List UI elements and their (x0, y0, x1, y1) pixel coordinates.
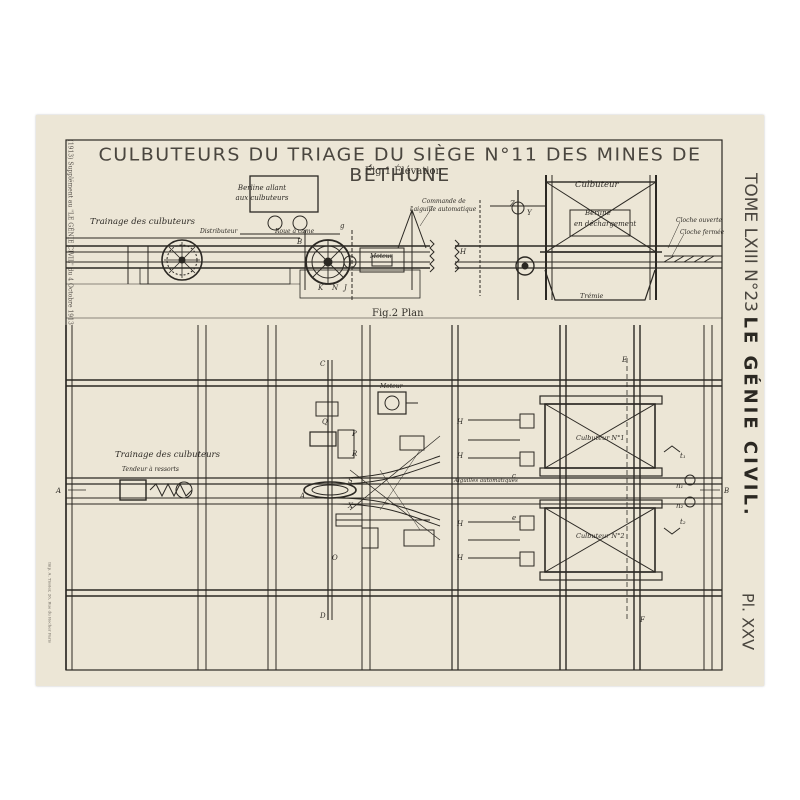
label-culbuteur-1: Culbuteur N°1 (576, 434, 624, 442)
label-tremie: Trémie (580, 292, 604, 300)
letter-j: J (342, 284, 348, 292)
letter-d: D (319, 612, 326, 620)
letter-t1: t₁ (680, 452, 686, 460)
label-commande-de: Commande de (422, 198, 466, 205)
plate-title: CULBUTEURS DU TRIAGE DU SIÈGE N°11 DES M… (98, 144, 702, 186)
letter-k: K (317, 284, 324, 292)
letter-x: X (347, 502, 354, 510)
label-distributeur: Distributeur (199, 228, 239, 235)
label-moteur-plan: Moteur (379, 383, 404, 390)
label-culbuteur-2: Culbuteur N°2 (576, 532, 624, 540)
elevation-view (66, 175, 722, 301)
label-berline: Berline (584, 209, 611, 217)
letter-b: B (723, 487, 729, 495)
figure-1-caption: Fig.1 Élévation (365, 166, 442, 177)
automatic-needles (468, 413, 535, 567)
letter-b-elev: B (296, 238, 302, 246)
label-trainage-elevation: Trainage des culbuteurs (90, 217, 196, 227)
motor-elevation (359, 247, 405, 273)
letter-n: N (331, 284, 339, 292)
letter-p: P (351, 430, 357, 438)
letter-h-1: H (456, 418, 464, 426)
wagon-elevation (249, 175, 319, 213)
label-culbuteur: Culbuteur (575, 180, 620, 190)
letter-f: F (639, 616, 646, 624)
drive-gear-wheel (161, 239, 203, 281)
spring-tensioner (119, 479, 147, 501)
plan-view (65, 325, 722, 670)
gear-plan (303, 481, 357, 499)
letter-r: R (351, 450, 358, 458)
label-aiguille-automatique: l'aiguille automatique (410, 206, 477, 213)
letter-h-elev: H (459, 248, 467, 256)
motor-plan (377, 391, 407, 415)
label-aiguilles-automatiques: Aiguilles automatiques (453, 478, 518, 484)
label-cloche-ouverte: Cloche ouverte (676, 217, 723, 224)
letter-c: C (320, 360, 326, 368)
tipper-frame (540, 175, 662, 300)
label-moteur-elevation: Moteur (369, 253, 394, 260)
letter-o: O (332, 554, 338, 562)
tipper-2-plan (539, 499, 663, 581)
letter-s: S (348, 477, 353, 485)
letter-h-3: H (456, 520, 464, 528)
letter-c-small: c (512, 472, 516, 480)
letter-t2: t₂ (680, 518, 686, 526)
tipper-1-plan (539, 395, 663, 477)
letter-a-plan: A (299, 492, 305, 500)
letter-q: Q (322, 418, 328, 426)
letter-z: Z (509, 200, 515, 208)
letter-y: Y (527, 209, 533, 217)
letter-a: A (55, 487, 61, 495)
letter-h-2: H (456, 452, 464, 460)
hopper (544, 269, 656, 301)
letter-n2: n₂ (676, 502, 684, 510)
label-cloche-fermee: Cloche fermée (680, 229, 725, 236)
label-roue-a-came: Roue à came (274, 228, 315, 235)
label-berline-allant: Berline allant (237, 184, 286, 192)
plate-sheet (36, 115, 764, 686)
letter-n1: n₁ (676, 482, 684, 490)
label-aux-culbuteurs: aux culbuteurs (236, 194, 289, 202)
label-en-dechargement: en déchargement (574, 220, 636, 228)
label-trainage-plan: Trainage des culbuteurs (115, 450, 221, 460)
figure-2-caption: Fig.2 Plan (372, 308, 424, 319)
letter-e-small: e (512, 514, 516, 522)
label-tendeur: Tendeur à ressorts (122, 466, 179, 473)
letter-h-4: H (456, 554, 464, 562)
letter-g: g (340, 222, 345, 230)
letter-e: E (621, 356, 627, 364)
